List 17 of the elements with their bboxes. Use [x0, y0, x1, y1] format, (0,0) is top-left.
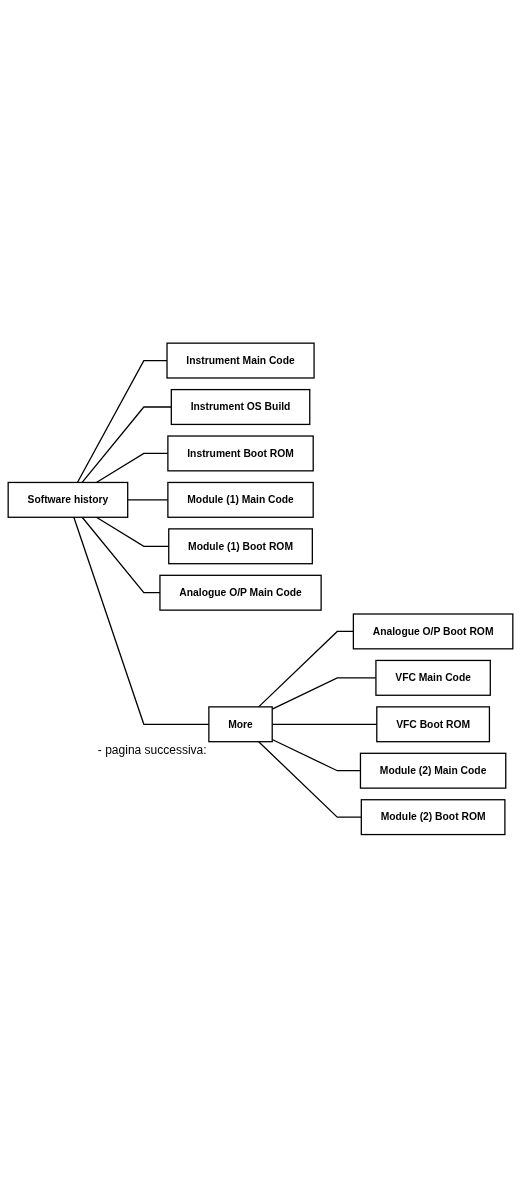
node-box: Module (1) Main Code: [167, 481, 314, 518]
node-box: VFC Main Code: [375, 659, 491, 696]
node-box: More: [208, 705, 273, 742]
connector: [81, 406, 172, 483]
node-box: Analogue O/P Main Code: [159, 574, 322, 611]
connector: [76, 359, 168, 483]
node-box: Instrument OS Build: [170, 388, 311, 425]
node-box: Analogue O/P Boot ROM: [352, 613, 514, 650]
node-box: Instrument Main Code: [166, 342, 315, 379]
node-box: Module (2) Boot ROM: [360, 798, 506, 835]
node-box: Instrument Boot ROM: [167, 435, 314, 472]
node-box: VFC Boot ROM: [376, 705, 491, 742]
node-box: Software history: [7, 481, 129, 518]
note-text: - pagina successiva:: [97, 743, 207, 758]
node-box: Module (2) Main Code: [359, 752, 507, 789]
connector: [258, 740, 362, 818]
node-box: Module (1) Boot ROM: [168, 527, 313, 564]
